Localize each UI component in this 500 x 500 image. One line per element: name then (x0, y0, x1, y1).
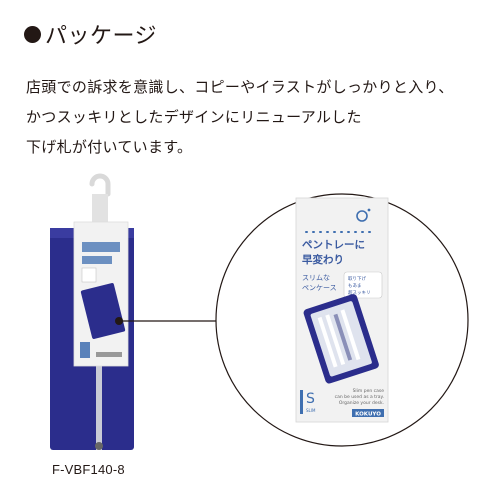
tag-english-1: Slim pen case (353, 388, 385, 394)
brand-logo-text: KOKUYO (355, 412, 381, 418)
section-heading: パッケージ (24, 18, 157, 50)
tag-product-drawing (303, 294, 379, 384)
hang-hook-icon (89, 173, 111, 197)
tag-english-3: Organize your desk. (339, 400, 384, 406)
section-title: パッケージ (45, 24, 158, 49)
tag-hook-icon (356, 210, 368, 222)
tag-sub-1: スリムな (302, 274, 330, 282)
description-line: 店頭での訴求を意識し、コピーやイラストがしっかりと入り、 (26, 78, 454, 96)
small-tag-product-icon (80, 283, 126, 339)
description-line: かつスッキリとしたデザインにリニューアルした (26, 108, 362, 126)
tag-size-caption: SLIM (306, 408, 316, 413)
callout-dot (115, 317, 123, 325)
tag-size-bar (300, 390, 303, 414)
bullet-dot-icon (24, 25, 41, 43)
model-number: F-VBF140-8 (52, 462, 125, 477)
tag-size-letter: S (306, 391, 315, 407)
tag-bubble-3: 超スッキリ (348, 289, 371, 296)
brand-logo (352, 409, 384, 417)
small-tag-size-mark (80, 342, 90, 358)
large-tag: ペントレーに 早変わり スリムな ペンケース 取り下げ もあま 超スッキリ S … (295, 197, 389, 423)
tag-english-2: can be used as a tray. (335, 394, 384, 400)
tag-bubble-1: 取り下げ (348, 275, 366, 282)
hook-strap (92, 194, 108, 224)
tag-headline-2: 早変わり (302, 253, 344, 266)
tag-sub-2: ペンケース (302, 284, 337, 292)
description-line: 下げ札が付いています。 (26, 138, 193, 156)
zipper-pull-icon (95, 442, 103, 450)
description: 店頭での訴求を意識し、コピーやイラストがしっかりと入り、 かつスッキリとしたデザ… (26, 72, 454, 162)
tag-bubble (343, 271, 383, 299)
tag-headline-1: ペントレーに (302, 239, 365, 251)
tag-bubble-2: もあま (348, 283, 362, 289)
small-tag (73, 221, 129, 367)
